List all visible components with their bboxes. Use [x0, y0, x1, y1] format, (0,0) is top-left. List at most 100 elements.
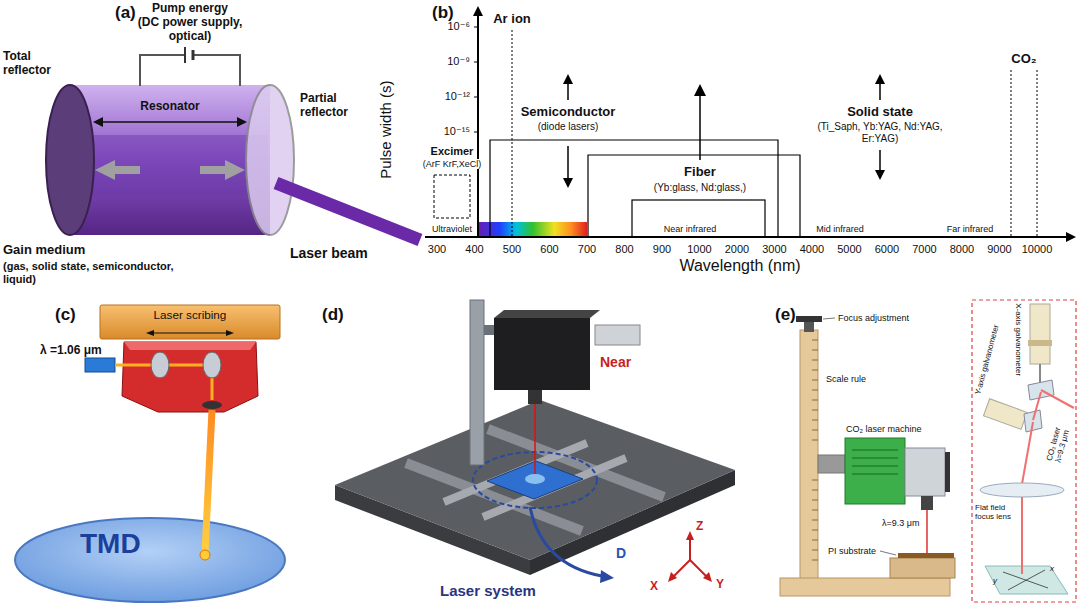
shape — [1033, 392, 1041, 420]
shape — [15, 518, 285, 602]
axis-tick: 9000 — [987, 243, 1011, 256]
laser-type: Semiconductor — [521, 105, 616, 120]
label-bar: Laser scribing — [100, 305, 280, 339]
shape — [474, 27, 478, 28]
shape — [205, 410, 212, 553]
shape — [192, 50, 195, 60]
part-label: Gain medium — [3, 243, 85, 258]
shape — [202, 401, 222, 409]
axis-tick: 800 — [615, 243, 633, 256]
part-label: Total reflector — [3, 50, 67, 78]
shape — [474, 62, 478, 63]
part-label: Focus adjustment — [838, 313, 909, 323]
material-label: TMD — [80, 528, 141, 560]
shape — [905, 448, 945, 496]
part-label: X-axis galvanometer — [1013, 304, 1022, 377]
shape — [852, 450, 898, 474]
laser-examples: (Yb:glass, Nd:glass,) — [654, 182, 746, 194]
shape — [945, 452, 950, 492]
axis-tick: 900 — [653, 243, 671, 256]
shape — [1028, 340, 1052, 346]
shape — [494, 318, 590, 390]
axis-tick: 400 — [465, 243, 483, 256]
band-label: Near infrared — [664, 224, 717, 234]
axis-tick: 5000 — [837, 243, 861, 256]
shape — [494, 310, 600, 318]
axis-name: X — [650, 580, 658, 594]
part-label: Laser beam — [290, 245, 368, 261]
shape — [980, 483, 1064, 497]
shape — [124, 342, 256, 350]
laser-type: Excimer — [430, 145, 475, 158]
shape — [70, 85, 270, 235]
axis-tick: 700 — [578, 243, 596, 256]
shape — [804, 322, 814, 332]
shape — [983, 399, 1027, 430]
laser-type: CO₂ — [1011, 52, 1036, 67]
part-label: Scale rule — [826, 374, 866, 384]
part-label: Pump energy — [152, 2, 228, 16]
shape — [1041, 390, 1074, 408]
shape — [100, 305, 280, 339]
shape — [668, 572, 677, 582]
shape — [95, 160, 140, 180]
shape — [474, 132, 478, 133]
shape — [1008, 570, 1045, 590]
part-label: CO₂ laser machine — [846, 424, 922, 434]
shape — [567, 82, 569, 100]
axis-name: Z — [696, 520, 703, 534]
shape — [1037, 70, 1038, 237]
part-label: CO₂ laser λ=9.3 μm — [1043, 420, 1073, 469]
panel-letter: (c) — [55, 305, 76, 325]
shape — [1021, 497, 1023, 574]
laser-type: Fiber — [684, 165, 716, 180]
shape — [563, 74, 573, 84]
shape — [926, 510, 928, 553]
shape — [875, 74, 885, 84]
shape — [528, 390, 542, 404]
shape — [686, 531, 694, 540]
shape — [694, 84, 706, 96]
shape — [100, 121, 240, 123]
wavelength-label: λ =1.06 μm — [40, 344, 102, 358]
shape — [972, 300, 1076, 602]
shape — [780, 578, 950, 596]
shape — [226, 330, 234, 336]
laser-examples: (ArF KrF,XeCl) — [422, 159, 483, 169]
axis-tick: 10⁻⁹ — [447, 55, 470, 68]
band-label: Far infrared — [947, 224, 994, 234]
shape — [690, 560, 707, 577]
axis-title: Pulse width (s) — [376, 81, 393, 179]
shape — [699, 94, 701, 160]
laser-type: Solid state — [847, 105, 913, 120]
shape — [1003, 572, 1048, 588]
axis-title: Wavelength (nm) — [679, 257, 800, 275]
shape — [985, 566, 1068, 594]
shape — [1011, 70, 1012, 237]
band-label: Ultraviolet — [432, 224, 472, 234]
panel-letter: (e) — [775, 305, 796, 325]
shape — [470, 300, 484, 465]
part-label: (DC power supply, optical) — [125, 16, 255, 44]
shape — [1030, 304, 1050, 364]
shape — [673, 560, 690, 577]
shape — [921, 496, 933, 510]
axis-tick: 4000 — [800, 243, 824, 256]
shape — [1022, 422, 1033, 484]
shape — [703, 572, 712, 582]
panel-letter: (a) — [115, 3, 136, 23]
laser-scribing-illustration — [15, 305, 285, 602]
shape — [151, 352, 169, 378]
shape — [140, 55, 185, 86]
shape — [890, 558, 955, 578]
shape — [152, 332, 228, 333]
axis-tick: 10⁻¹⁵ — [444, 125, 470, 138]
laser-examples: (diode lasers) — [538, 121, 599, 133]
shape — [880, 551, 896, 555]
shape — [1066, 232, 1076, 242]
part-label: Flat field focus lens — [975, 503, 1019, 521]
shape — [246, 85, 294, 235]
laser-type: Ar ion — [492, 12, 532, 27]
axis-tick: 300 — [428, 243, 446, 256]
